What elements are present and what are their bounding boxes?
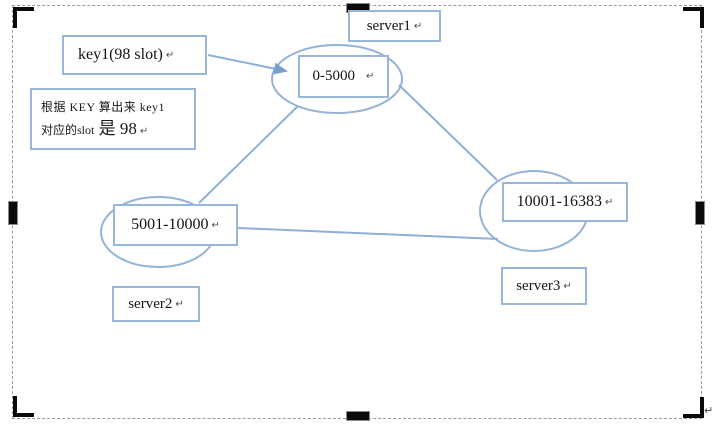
- paragraph-mark: ↵: [175, 298, 184, 310]
- slot-range-1-textbox[interactable]: 0-5000 ↵: [298, 55, 389, 98]
- note-line-2-large: 是 98: [94, 119, 137, 138]
- canvas-resize-handle-bottom[interactable]: [346, 411, 370, 421]
- key1-label: key1(98 slot): [78, 46, 163, 63]
- connector-slot2-to-slot3[interactable]: [237, 227, 499, 240]
- canvas-crop-mark-top-left[interactable]: [13, 7, 34, 28]
- slot-range-3-textbox[interactable]: 10001-16383 ↵: [502, 182, 628, 222]
- server2-label: server2: [128, 295, 173, 312]
- note-line-2: 对应的slot 是 98↵: [41, 117, 185, 144]
- paragraph-mark: ↵: [139, 126, 149, 137]
- canvas-crop-mark-top-right[interactable]: [683, 7, 704, 28]
- connector-slot1-to-slot3[interactable]: [398, 84, 498, 181]
- slot-calculation-note-textbox[interactable]: 根据 KEY 算出来 key1 对应的slot 是 98↵: [30, 88, 196, 150]
- slot-range-2-label: 5001-10000: [131, 216, 209, 233]
- paragraph-mark: ↵: [604, 196, 614, 208]
- paragraph-mark: ↵: [211, 219, 220, 231]
- slot-range-1-label: 0-5000: [312, 68, 356, 84]
- server3-textbox[interactable]: server3 ↵: [501, 267, 587, 305]
- paragraph-mark-after-canvas: ↵: [704, 404, 714, 417]
- slot-ellipse-1[interactable]: [271, 44, 403, 114]
- paragraph-mark: ↵: [366, 71, 375, 82]
- paragraph-mark: ↵: [165, 49, 175, 61]
- note-line-1: 根据 KEY 算出来 key1: [41, 100, 166, 114]
- note-line-2-small: 对应的slot: [41, 123, 95, 137]
- canvas-resize-handle-left[interactable]: [8, 201, 18, 225]
- connector-slot1-to-slot2[interactable]: [198, 105, 299, 204]
- canvas-resize-handle-right[interactable]: [695, 201, 705, 225]
- connector-key1-to-slot1-arrow[interactable]: [207, 54, 288, 75]
- key1-textbox[interactable]: key1(98 slot) ↵: [62, 35, 207, 75]
- slot-range-3-label: 10001-16383: [516, 193, 602, 210]
- server1-textbox[interactable]: server1 ↵: [348, 10, 441, 42]
- canvas-resize-handle-top[interactable]: [346, 3, 370, 13]
- server2-textbox[interactable]: server2 ↵: [112, 286, 200, 322]
- paragraph-mark: ↵: [413, 20, 423, 32]
- server3-label: server3: [516, 277, 561, 294]
- canvas-crop-mark-bottom-left[interactable]: [13, 396, 34, 417]
- slot-range-2-textbox[interactable]: 5001-10000 ↵: [113, 204, 238, 246]
- paragraph-mark: ↵: [563, 280, 572, 292]
- server1-label: server1: [366, 17, 411, 34]
- canvas-crop-mark-bottom-right[interactable]: [683, 397, 704, 418]
